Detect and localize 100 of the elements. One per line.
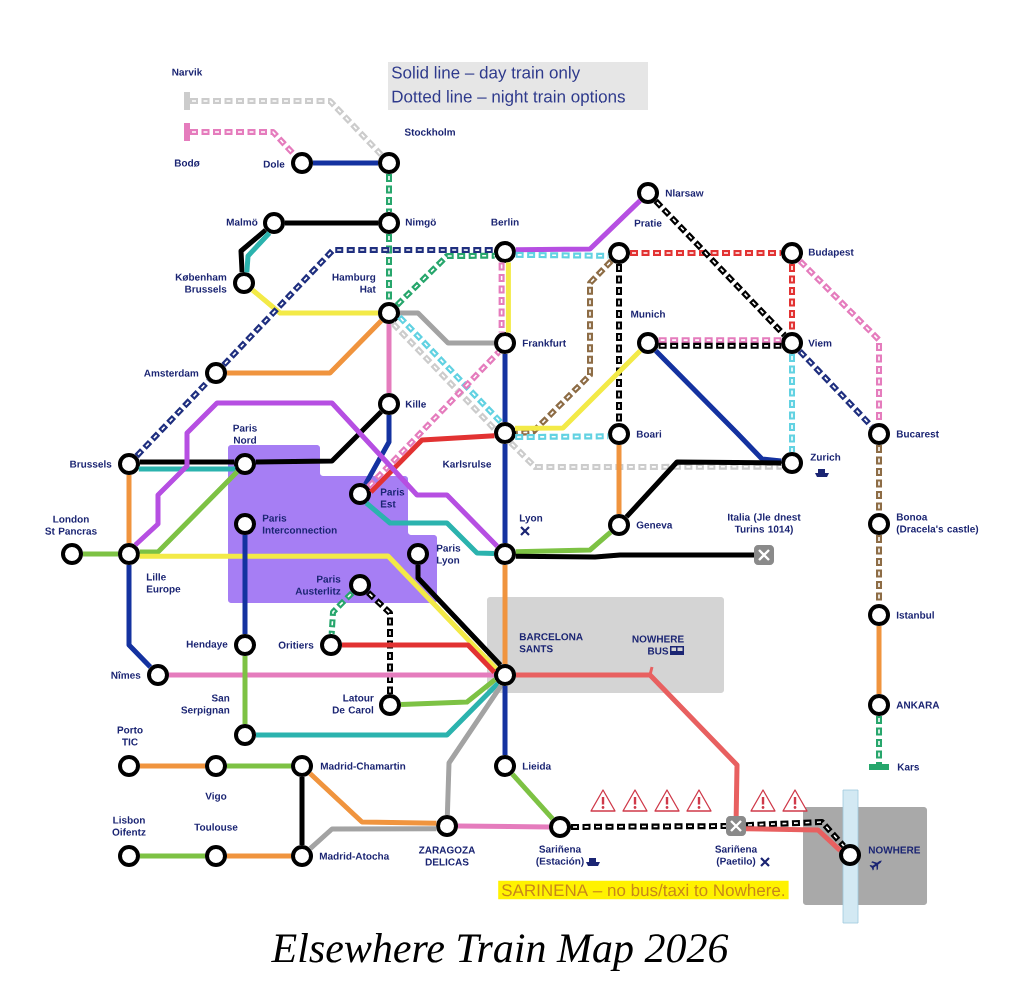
station-label: Nîmes <box>111 671 141 679</box>
dashed-route-line <box>508 440 783 470</box>
station-label: Lille Europe <box>146 573 181 595</box>
station-label: Karlsrulse <box>443 460 492 468</box>
station-label: BARCELONA SANTS <box>519 633 583 653</box>
route-line <box>342 642 497 674</box>
station-label: Hendaye <box>186 640 228 650</box>
station-label: Sariñena (Estación) <box>536 845 584 867</box>
route-line <box>876 626 882 694</box>
station-label: Toulouse <box>194 823 238 831</box>
dashed-route-line <box>221 247 495 368</box>
route-line <box>138 466 236 472</box>
route-line <box>140 853 205 859</box>
dashed-route-line <box>616 263 622 424</box>
station-label: Budapest <box>808 248 854 258</box>
zone-area <box>228 445 437 603</box>
station-label: Kars <box>897 763 920 771</box>
station-label: Dole <box>263 160 285 168</box>
station-label: Munich <box>631 310 665 318</box>
station-label: Boari <box>636 430 662 438</box>
route-line <box>126 565 153 669</box>
dashed-route-line <box>876 715 882 765</box>
station-label: ANKARA <box>896 701 940 709</box>
route-line <box>502 354 508 422</box>
station-label: Sariñena (Paetilo) <box>715 845 758 867</box>
route-line <box>139 459 235 465</box>
dashed-route-line <box>328 590 355 635</box>
station-label: Bonoa (Dracela's castle) <box>896 513 979 535</box>
station-label: Københam Brussels <box>175 273 227 293</box>
dashed-route-line <box>134 378 211 459</box>
route-line <box>227 763 291 769</box>
route-line <box>363 415 392 486</box>
route-line <box>139 470 239 555</box>
station-label: Madrid-Atocha <box>319 852 390 860</box>
route-line <box>515 530 613 555</box>
route-line <box>238 228 268 273</box>
dashed-route-line <box>394 252 496 308</box>
station-label: Frankfurt <box>522 339 566 347</box>
station-label: Lisbon Oifentz <box>112 816 146 836</box>
dashed-route-line <box>366 349 501 489</box>
route-line <box>255 410 383 465</box>
dashed-route-line <box>789 263 795 333</box>
route-line <box>227 319 384 376</box>
dashed-route-line <box>653 198 787 338</box>
station-label: Paris Lyon <box>436 544 461 566</box>
route-line <box>505 262 511 333</box>
route-line <box>502 565 508 664</box>
station-label: Nlarsaw <box>665 189 704 197</box>
station-label: Pratie <box>634 219 662 227</box>
route-line <box>364 501 495 557</box>
station-label: Paris Est <box>380 488 405 508</box>
dashed-route-line <box>515 258 614 436</box>
legend-text: Solid line – day train only <box>391 66 581 82</box>
station-label: Vigo <box>205 792 227 802</box>
dashed-route-line <box>386 173 392 213</box>
route-line <box>227 853 291 859</box>
route-line <box>139 553 498 671</box>
station-label: Lieida <box>522 762 552 770</box>
route-line <box>83 551 118 557</box>
dashed-route-line <box>397 314 504 425</box>
station-label: Porto TIC <box>117 726 143 746</box>
route-line <box>458 823 550 830</box>
route-line <box>369 433 495 494</box>
route-line <box>308 826 437 851</box>
station-label: Istanbul <box>896 611 934 619</box>
route-line <box>515 198 642 253</box>
route-line <box>514 349 642 431</box>
dashed-route-line <box>390 321 497 432</box>
dashed-route-line <box>657 337 783 344</box>
dashed-route-line <box>498 261 505 334</box>
station-label: Zurich <box>810 453 841 461</box>
route-line <box>745 826 842 853</box>
route-line <box>444 683 504 816</box>
dashed-route-line <box>745 819 846 848</box>
station-label: Paris Austerlitz <box>295 575 341 595</box>
route-line <box>516 672 740 817</box>
dashed-route-line <box>876 444 882 514</box>
route-line <box>242 656 248 724</box>
station-label: Latour De Carol <box>332 694 374 714</box>
dashed-route-line <box>189 129 297 157</box>
route-line <box>299 777 305 845</box>
dashed-route-line <box>189 98 384 158</box>
station-label: ZARAGOZA DELICAS <box>418 846 476 866</box>
station-label: Berlin <box>491 218 519 226</box>
station-label: Geneva <box>636 521 673 529</box>
station-label: Nimgö <box>405 218 436 228</box>
station-label: Lyon <box>519 514 543 524</box>
station-label: Brussels <box>70 460 112 468</box>
station-label: London St Pancras <box>45 515 97 535</box>
station-label: Madrid-Chamartin <box>320 762 406 770</box>
highlighted-note: SARINENA – no bus/taxi to Nowhere. <box>498 880 789 900</box>
route-line <box>133 400 499 548</box>
station-label: Paris Interconnection <box>262 514 337 534</box>
route-line <box>515 552 754 560</box>
station-label: Italia (Jle dnest Turins 1014) <box>728 513 801 535</box>
route-line <box>616 445 622 514</box>
dashed-route-line <box>386 233 392 303</box>
route-line <box>244 231 272 273</box>
route-line <box>169 672 494 678</box>
station-label: Bucarest <box>896 430 939 438</box>
